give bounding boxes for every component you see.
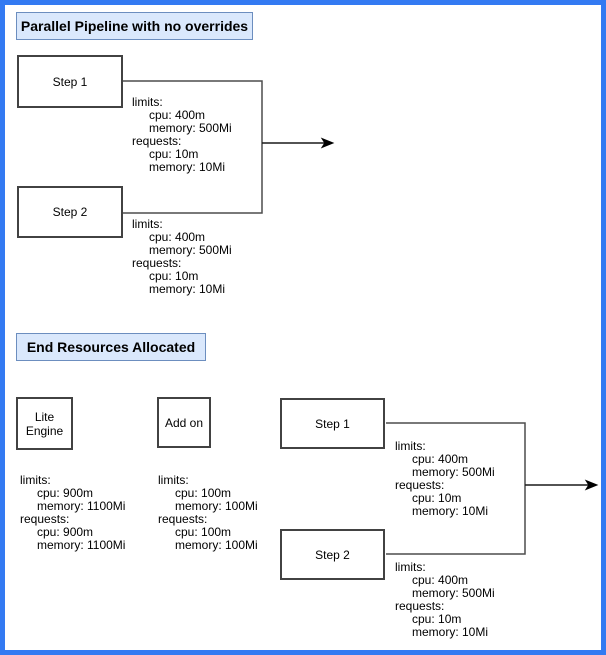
top-flow-arrow-icon [320, 137, 335, 149]
top-step1-resources: limits: cpu: 400m memory: 500Mi requests… [132, 96, 232, 174]
bottom-step2-box: Step 2 [280, 529, 385, 580]
resource-line-cpu-request: cpu: 10m [412, 612, 462, 626]
lite-engine-resources: limits: cpu: 900m memory: 1100Mi request… [20, 474, 125, 552]
resource-line-memory-request: memory: 10Mi [412, 625, 489, 639]
top-section-title-label: Parallel Pipeline with no overrides [20, 18, 249, 34]
resource-line-cpu-limit: cpu: 900m [37, 486, 94, 500]
resource-line-memory-limit: memory: 500Mi [149, 121, 232, 135]
resource-line-memory-limit: memory: 500Mi [412, 586, 495, 600]
resource-line-requests: requests: [132, 256, 182, 270]
resource-line-cpu-limit: cpu: 400m [412, 573, 469, 587]
resource-line-cpu-request: cpu: 10m [412, 491, 462, 505]
resource-line-limits: limits: [20, 473, 51, 487]
bottom-section-title-label: End Resources Allocated [26, 339, 196, 355]
resource-line-memory-request: memory: 10Mi [149, 160, 226, 174]
add-on-label: Add on [164, 415, 204, 430]
bottom-section-title: End Resources Allocated [16, 333, 206, 361]
resource-line-limits: limits: [158, 473, 189, 487]
resource-line-cpu-request: cpu: 900m [37, 525, 94, 539]
bottom-steps-connector-line [386, 422, 526, 555]
resource-line-memory-request: memory: 1100Mi [37, 538, 126, 552]
resource-line-cpu-request: cpu: 10m [149, 269, 199, 283]
resource-line-memory-limit: memory: 1100Mi [37, 499, 126, 513]
resource-line-limits: limits: [395, 560, 426, 574]
resource-line-cpu-request: cpu: 100m [175, 525, 232, 539]
lite-engine-box: Lite Engine [16, 397, 73, 450]
top-steps-connector-line [123, 80, 263, 214]
resource-line-memory-request: memory: 10Mi [149, 282, 226, 296]
bottom-step2-resources: limits: cpu: 400m memory: 500Mi requests… [395, 561, 495, 639]
resource-line-cpu-limit: cpu: 400m [412, 452, 469, 466]
resource-line-cpu-limit: cpu: 400m [149, 108, 206, 122]
resource-line-requests: requests: [395, 478, 445, 492]
lite-engine-label-line1: Lite [34, 409, 55, 424]
add-on-resources: limits: cpu: 100m memory: 100Mi requests… [158, 474, 258, 552]
resource-line-requests: requests: [158, 512, 208, 526]
resource-line-limits: limits: [395, 439, 426, 453]
top-step1-label: Step 1 [52, 74, 88, 89]
bottom-step1-resources: limits: cpu: 400m memory: 500Mi requests… [395, 440, 495, 518]
lite-engine-label-line2: Engine [25, 423, 64, 438]
resource-line-requests: requests: [132, 134, 182, 148]
resource-line-memory-limit: memory: 500Mi [412, 465, 495, 479]
resource-line-limits: limits: [132, 217, 163, 231]
bottom-step2-label: Step 2 [315, 547, 350, 562]
resource-line-memory-request: memory: 100Mi [175, 538, 258, 552]
add-on-box: Add on [157, 397, 211, 448]
bottom-flow-arrow-icon [584, 479, 599, 491]
resource-line-memory-request: memory: 10Mi [412, 504, 489, 518]
top-section-title: Parallel Pipeline with no overrides [16, 12, 253, 40]
top-step1-box: Step 1 [17, 55, 123, 108]
top-step2-box: Step 2 [17, 186, 123, 238]
resource-line-cpu-limit: cpu: 400m [149, 230, 206, 244]
resource-line-cpu-request: cpu: 10m [149, 147, 199, 161]
resource-line-limits: limits: [132, 95, 163, 109]
resource-line-requests: requests: [20, 512, 70, 526]
resource-line-cpu-limit: cpu: 100m [175, 486, 232, 500]
top-step2-resources: limits: cpu: 400m memory: 500Mi requests… [132, 218, 232, 296]
resource-line-memory-limit: memory: 500Mi [149, 243, 232, 257]
bottom-step1-box: Step 1 [280, 398, 385, 449]
top-step2-label: Step 2 [52, 205, 88, 219]
bottom-step1-label: Step 1 [315, 416, 350, 431]
resource-line-requests: requests: [395, 599, 445, 613]
resource-line-memory-limit: memory: 100Mi [175, 499, 258, 513]
connector-overlay [123, 80, 599, 555]
